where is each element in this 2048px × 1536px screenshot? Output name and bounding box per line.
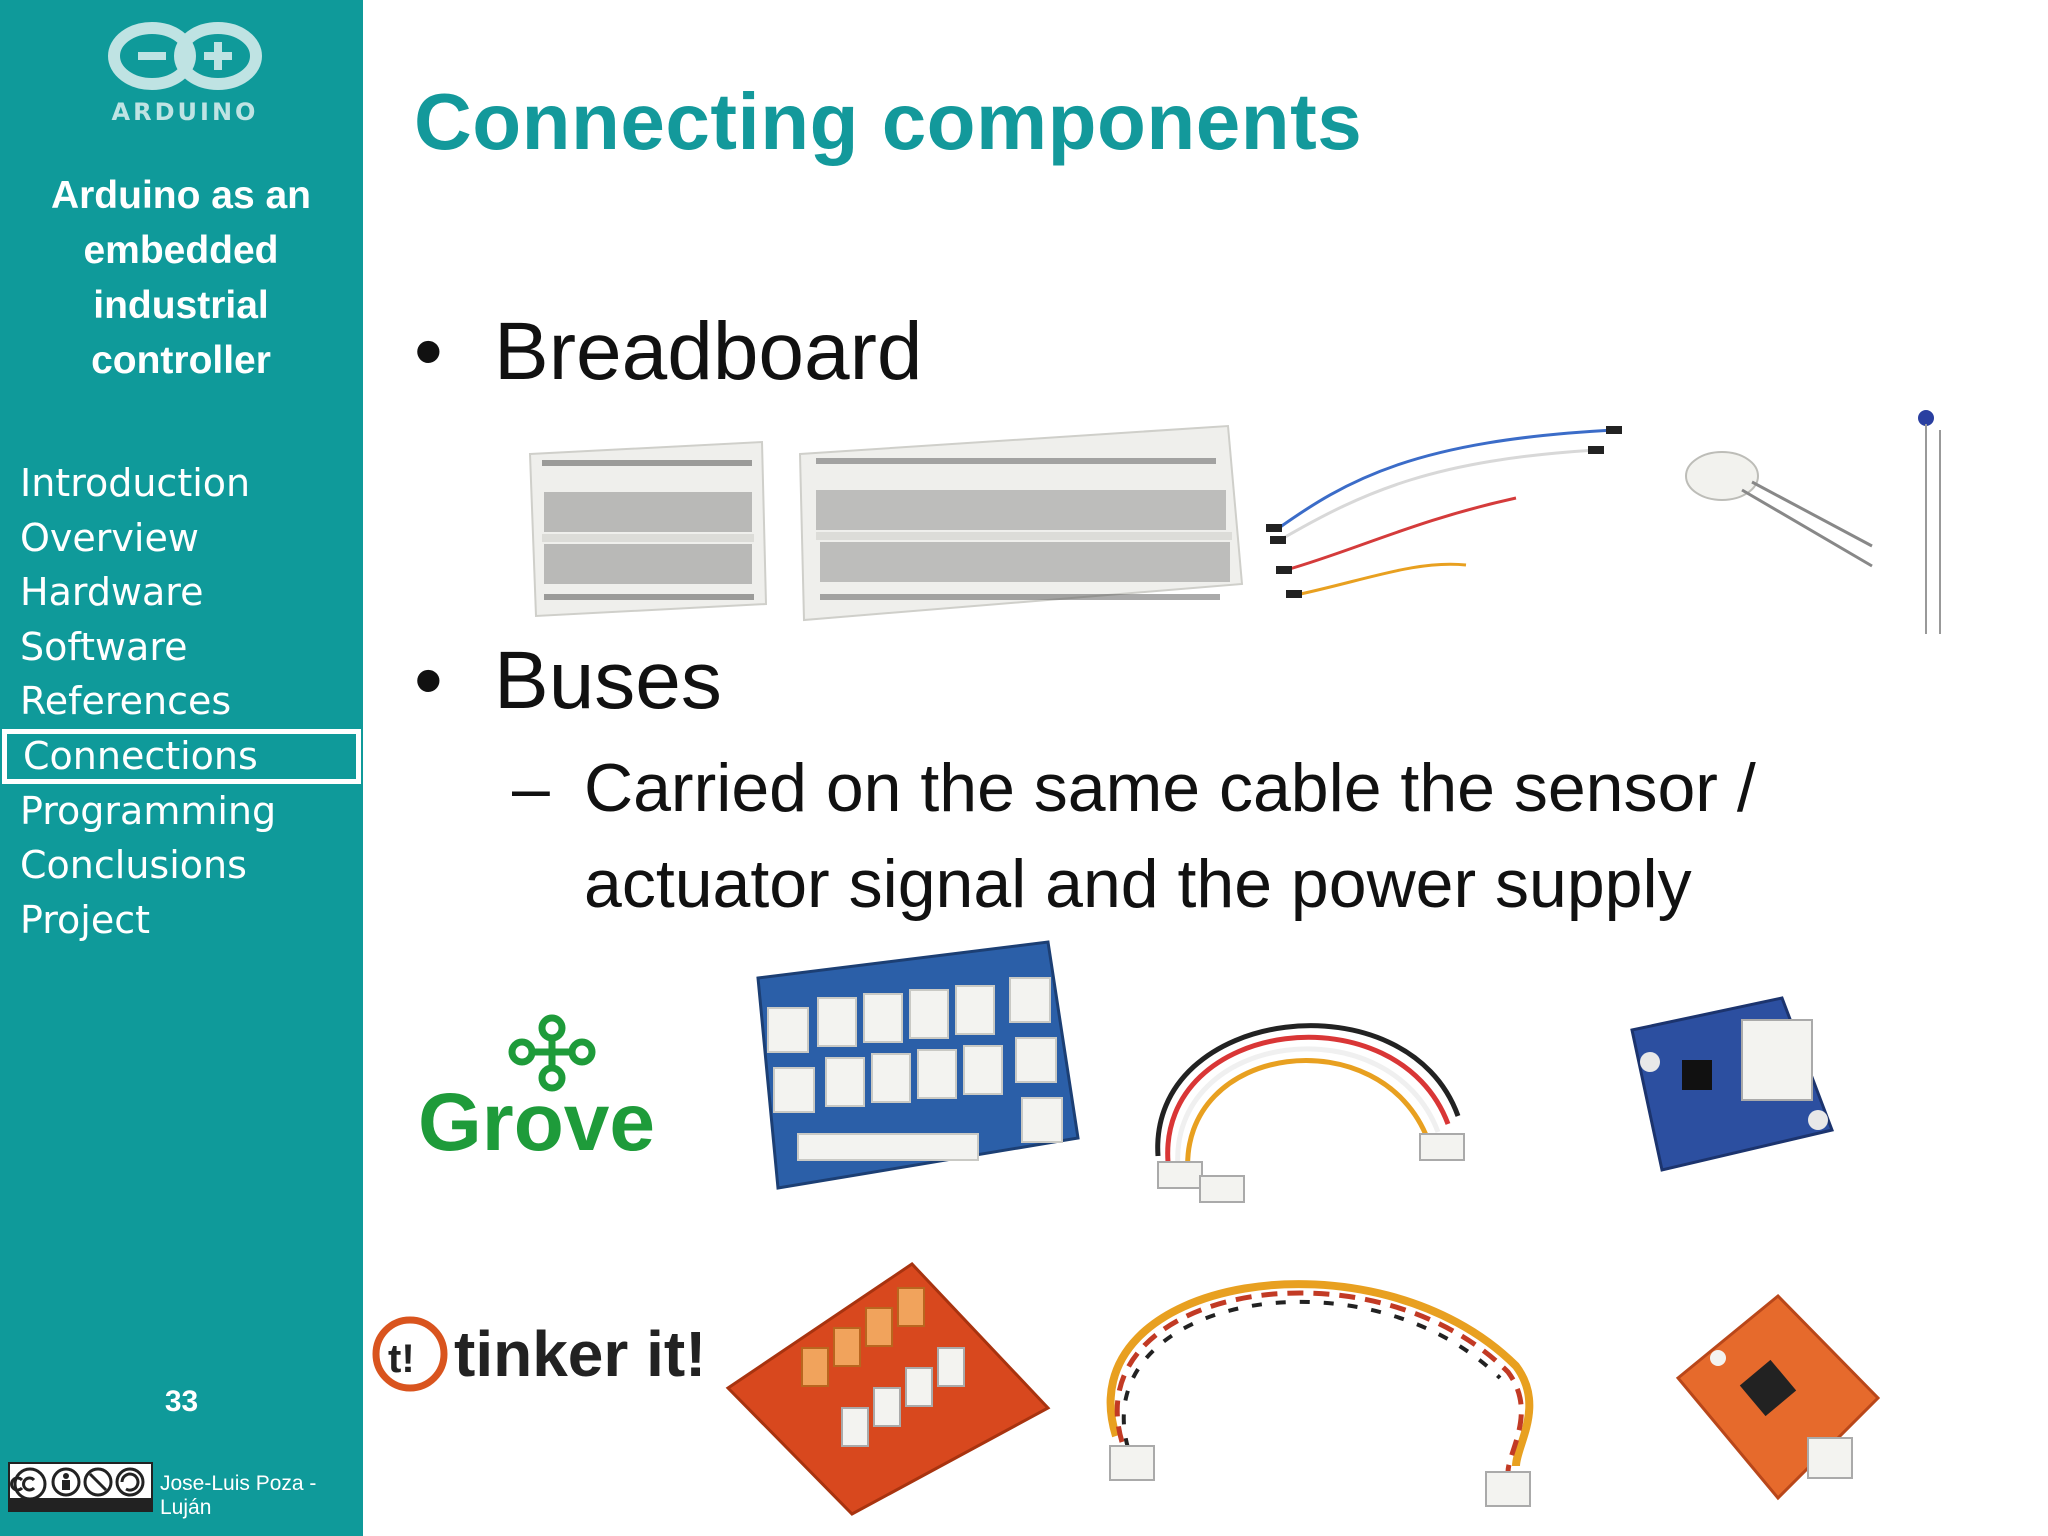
course-title: Arduino as an embedded industrial contro…	[50, 174, 312, 382]
grove-logo: Grove	[418, 1014, 655, 1168]
half-breadboard-image	[528, 440, 768, 618]
cc-by-nc-sa-icon	[10, 1464, 151, 1510]
nav-item-connections[interactable]: Connections	[2, 728, 361, 784]
grove-cable-image	[1155, 1023, 1465, 1203]
tinkerkit-logo-text: tinker it!	[454, 1318, 700, 1390]
resistor-image	[1918, 410, 1941, 634]
sub-bullet-text: Carried on the same cable the sensor / a…	[584, 750, 1756, 922]
tinkerkit-sensor-module-image	[1675, 1293, 1881, 1501]
led-image	[1685, 451, 1873, 568]
nav-item-introduction[interactable]: Introduction	[20, 461, 251, 505]
arduino-logo: ARDUINO	[100, 18, 270, 130]
nav-item-hardware[interactable]: Hardware	[20, 570, 204, 615]
bullet-text: Breadboard	[494, 306, 923, 397]
nav-item-software[interactable]: Software	[20, 624, 188, 669]
tinkerkit-badge-text: t!	[388, 1337, 415, 1381]
tinkerkit-cable-image	[1106, 1280, 1534, 1507]
nav-item-overview[interactable]: Overview	[20, 515, 199, 560]
grove-logo-text: Grove	[418, 1077, 655, 1168]
bullet-marker: •	[414, 306, 443, 397]
sidebar: ARDUINO Arduino as an embedded industria…	[0, 0, 363, 1536]
section-nav: Introduction Overview Hardware Software …	[0, 456, 363, 947]
bullet-text: Buses	[494, 635, 722, 726]
tinkerkit-logo: t! tinker it!	[372, 1316, 700, 1392]
sub-bullet-marker: –	[512, 750, 550, 826]
nav-item-project[interactable]: Project	[20, 897, 151, 942]
bullet-marker: •	[414, 635, 443, 726]
author-credit: Jose-Luis Poza -Luján	[160, 1472, 317, 1519]
bullet-buses: • Buses	[414, 634, 722, 728]
nav-item-references[interactable]: References	[20, 679, 232, 724]
logo-text: ARDUINO	[111, 98, 259, 126]
grove-base-shield-image	[756, 940, 1080, 1190]
full-breadboard-image	[798, 424, 1244, 622]
infinity-icon	[108, 22, 262, 90]
cc-license-badge	[8, 1462, 153, 1512]
slide-title: Connecting components	[414, 77, 1363, 166]
bullet-breadboard: • Breadboard	[414, 305, 923, 399]
nav-item-conclusions[interactable]: Conclusions	[20, 843, 247, 888]
sub-bullet-buses-detail: – Carried on the same cable the sensor /…	[512, 740, 1912, 932]
jumper-wires-image	[1266, 426, 1622, 598]
tinkerkit-shield-image	[725, 1262, 1051, 1516]
page-number: 33	[164, 1385, 199, 1418]
nav-item-programming[interactable]: Programming	[20, 788, 277, 833]
grove-sensor-module-image	[1630, 996, 1835, 1172]
